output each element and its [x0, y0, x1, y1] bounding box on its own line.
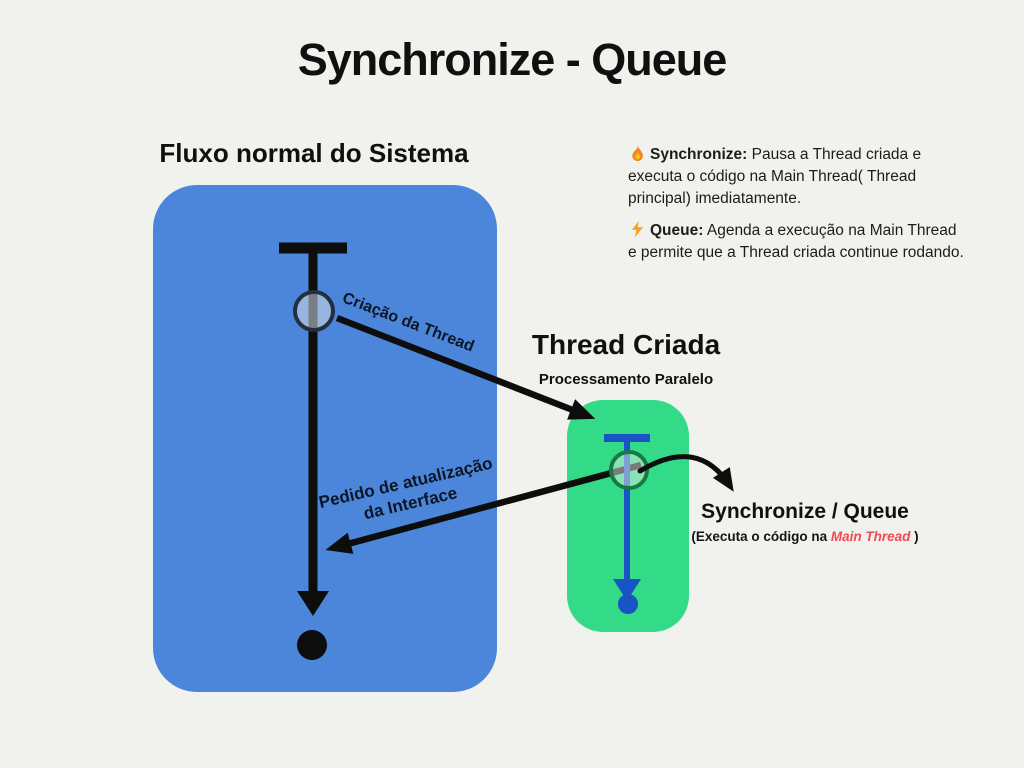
definitions-block: Synchronize: Pausa a Thread criada e exe… — [628, 144, 980, 264]
interface-update-arrow — [325, 461, 642, 554]
callout-subtitle-prefix: (Executa o código na — [691, 529, 831, 544]
created-thread-arrowhead — [613, 579, 641, 601]
synchronize-queue-callout-subtitle: (Executa o código na Main Thread ) — [668, 529, 942, 544]
synchronize-queue-callout-title: Synchronize / Queue — [701, 500, 909, 523]
lightning-icon — [628, 220, 647, 238]
queue-text: Agenda a execução na Main Thread e permi… — [628, 222, 964, 261]
page-title: Synchronize - Queue — [297, 34, 728, 85]
queue-term: Queue: — [650, 222, 704, 239]
main-thread-arrowhead — [297, 591, 329, 616]
fire-icon — [628, 144, 647, 162]
thread-creation-arrow — [335, 314, 596, 420]
main-flow-heading: Fluxo normal do Sistema — [159, 138, 469, 168]
created-thread-sync-point — [609, 450, 649, 490]
main-flow-panel — [153, 185, 497, 692]
parallel-processing-subheading: Processamento Paralelo — [538, 371, 714, 388]
created-thread-heading: Thread Criada — [531, 329, 721, 360]
callout-subtitle-suffix: ) — [910, 529, 919, 544]
synchronize-text: Pausa a Thread criada e executa o código… — [628, 146, 922, 207]
synchronize-term: Synchronize: — [650, 146, 748, 163]
queue-definition: Queue: Agenda a execução na Main Thread … — [628, 220, 964, 264]
main-thread-highlight: Main Thread — [830, 529, 911, 544]
main-thread-end-dot — [297, 630, 327, 660]
synchronize-definition: Synchronize: Pausa a Thread criada e exe… — [628, 144, 940, 210]
main-thread-creation-point — [293, 290, 335, 332]
created-thread-end-dot — [618, 594, 638, 614]
synchronize-queue-arrow — [637, 454, 734, 492]
